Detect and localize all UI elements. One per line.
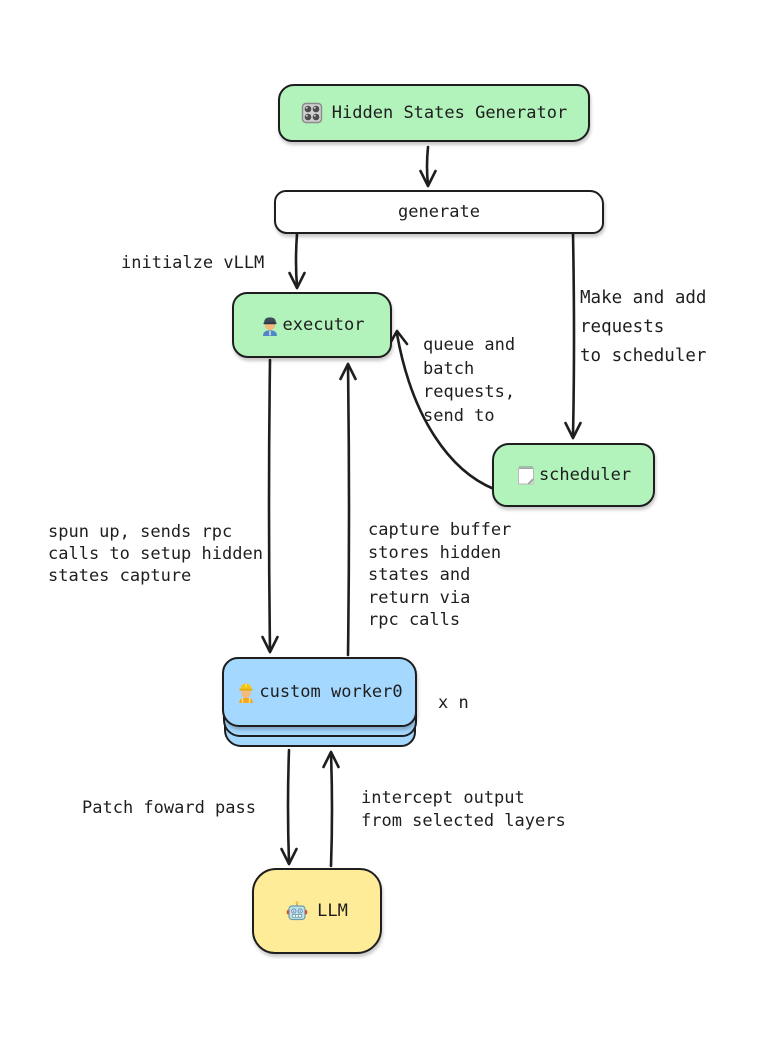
- control-knobs-icon: [301, 102, 323, 124]
- node-label: Hidden States Generator: [331, 103, 568, 123]
- arrow-generator-to-generate: [419, 145, 437, 188]
- node-llm: LLM: [252, 868, 382, 954]
- node-custom-worker: custom worker0: [222, 657, 417, 727]
- node-generate: generate: [274, 190, 604, 234]
- node-label: scheduler: [538, 465, 632, 485]
- annotation-spun-up: spun up, sends rpc calls to setup hidden…: [48, 522, 263, 586]
- arrow-worker-to-executor: [339, 362, 357, 657]
- arrow-generate-to-scheduler: [564, 232, 582, 440]
- node-executor: executor: [232, 292, 392, 358]
- node-label: custom worker0: [259, 682, 403, 702]
- node-label: LLM: [317, 901, 348, 921]
- node-scheduler: scheduler: [492, 443, 655, 507]
- arrow-executor-to-worker: [261, 358, 279, 654]
- arrow-llm-to-worker: [322, 750, 340, 868]
- annotation-initialize-vllm: initialze vLLM: [121, 253, 265, 273]
- arrow-generate-to-executor: [288, 232, 306, 290]
- annotation-make-requests: Make and add requests to scheduler: [580, 288, 707, 366]
- notepad-icon: [516, 464, 536, 486]
- construction-worker-icon: [236, 681, 256, 703]
- annotation-queue-batch: queue and batch requests, send to: [423, 335, 516, 426]
- robot-icon: [286, 900, 308, 922]
- mechanic-icon: [260, 314, 280, 336]
- node-label: executor: [282, 315, 365, 335]
- arrow-worker-to-llm: [280, 748, 298, 866]
- annotation-intercept: intercept output from selected layers: [361, 788, 566, 831]
- node-label: generate: [398, 202, 480, 222]
- annotation-patch-forward: Patch foward pass: [82, 798, 256, 818]
- annotation-capture-buffer: capture buffer stores hidden states and …: [368, 520, 512, 630]
- worker-multiplier-label: x n: [438, 693, 469, 713]
- node-hidden-states-generator: Hidden States Generator: [278, 84, 590, 142]
